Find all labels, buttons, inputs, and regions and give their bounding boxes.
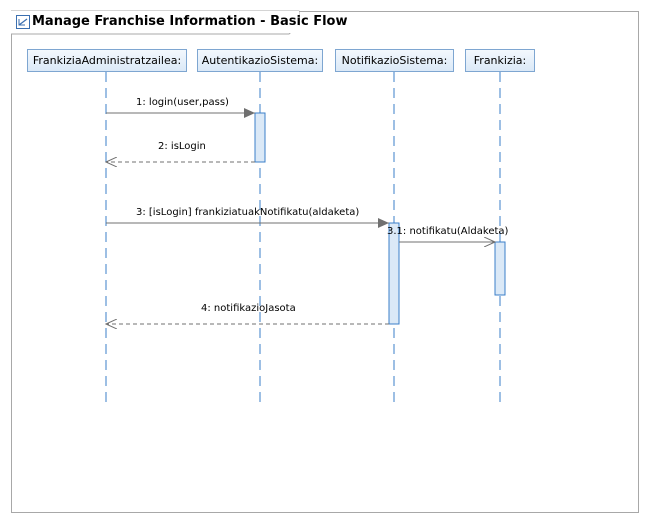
activation-bar-notif <box>388 222 400 325</box>
sequence-diagram-icon <box>16 15 30 29</box>
frame-title-tab[interactable]: Manage Franchise Information - Basic Flo… <box>11 11 347 33</box>
diagram-frame <box>11 11 639 513</box>
message-label-4[interactable]: 3.1: notifikatu(Aldaketa) <box>387 226 509 237</box>
message-label-1[interactable]: 1: login(user,pass) <box>136 97 229 108</box>
lifeline-head-auth[interactable]: AutentikazioSistema: <box>197 49 323 72</box>
activation-bar-auth <box>254 112 266 163</box>
lifeline-head-franchise[interactable]: Frankizia: <box>465 49 535 72</box>
lifeline-head-notif[interactable]: NotifikazioSistema: <box>335 49 454 72</box>
message-label-5[interactable]: 4: notifikazioJasota <box>201 303 296 314</box>
lifeline-head-admin[interactable]: FrankiziaAdministratzailea: <box>27 49 187 72</box>
activation-bar-franchise <box>494 241 506 296</box>
message-label-2[interactable]: 2: isLogin <box>158 141 206 152</box>
message-label-3[interactable]: 3: [isLogin] frankiziatuakNotifikatu(ald… <box>136 207 360 218</box>
diagram-title: Manage Franchise Information - Basic Flo… <box>32 14 348 29</box>
